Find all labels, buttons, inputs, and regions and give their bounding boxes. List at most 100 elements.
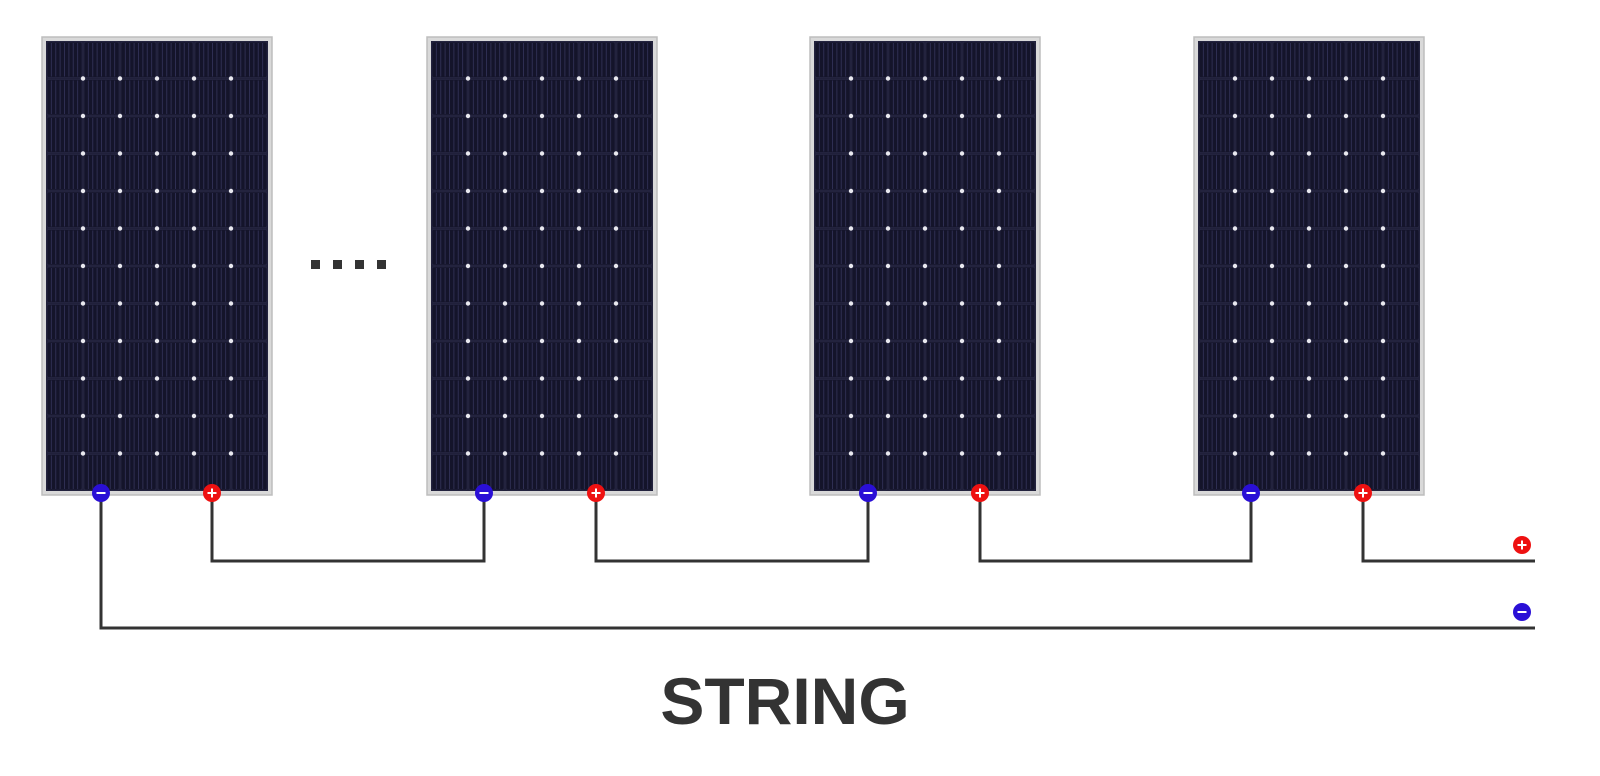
junction-dot	[959, 151, 965, 156]
junction-dot	[576, 151, 582, 156]
junction-dot	[885, 151, 891, 156]
junction-dot	[191, 451, 197, 456]
junction-dot	[117, 76, 123, 81]
junction-dot	[154, 413, 160, 419]
panel-4-negative-terminal	[1242, 484, 1260, 502]
junction-dot	[885, 226, 891, 231]
junction-dot	[539, 301, 545, 306]
junction-dot	[502, 376, 508, 381]
junction-dot	[922, 226, 928, 231]
junction-dot	[465, 226, 471, 231]
junction-dot	[502, 263, 508, 269]
junction-dot	[1380, 263, 1386, 269]
ellipsis-dot	[377, 260, 386, 269]
junction-dot	[1232, 338, 1238, 344]
panel-2	[426, 36, 658, 496]
junction-dot	[959, 226, 965, 231]
junction-dot	[1380, 451, 1386, 456]
junction-dot	[80, 301, 86, 306]
junction-dot	[117, 263, 123, 269]
junction-dot	[465, 76, 471, 81]
junction-dot	[1269, 113, 1275, 119]
cell-junctions	[80, 76, 234, 456]
junction-dot	[465, 376, 471, 381]
junction-dot	[1343, 376, 1349, 381]
panel-3-positive-terminal	[971, 484, 989, 502]
junction-dot	[996, 188, 1002, 194]
junction-dot	[885, 113, 891, 119]
junction-dot	[228, 451, 234, 456]
terminals	[92, 484, 1531, 621]
diagram-title: STRING	[660, 664, 909, 738]
cell-junctions	[1232, 76, 1386, 456]
junction-dot	[1269, 451, 1275, 456]
junction-dot	[1269, 151, 1275, 156]
junction-dot	[80, 151, 86, 156]
junction-dot	[576, 301, 582, 306]
junction-dot	[539, 76, 545, 81]
junction-dot	[539, 376, 545, 381]
panel-3-negative-terminal	[859, 484, 877, 502]
junction-dot	[613, 263, 619, 269]
junction-dot	[576, 76, 582, 81]
panel-1-positive-terminal	[203, 484, 221, 502]
junction-dot	[996, 151, 1002, 156]
junction-dot	[465, 338, 471, 344]
junction-dot	[1380, 113, 1386, 119]
junction-dot	[1380, 76, 1386, 81]
junction-dot	[922, 113, 928, 119]
junction-dot	[539, 263, 545, 269]
junction-dot	[1343, 151, 1349, 156]
junction-dot	[502, 226, 508, 231]
junction-dot	[885, 338, 891, 344]
junction-dot	[848, 113, 854, 119]
junction-dot	[1380, 338, 1386, 344]
junction-dot	[228, 263, 234, 269]
ellipsis-dot	[355, 260, 364, 269]
junction-dot	[613, 151, 619, 156]
junction-dot	[576, 413, 582, 419]
junction-dot	[80, 451, 86, 456]
panel-cells	[814, 41, 1036, 491]
junction-dot	[154, 226, 160, 231]
junction-dot	[502, 451, 508, 456]
ellipsis-dot	[311, 260, 320, 269]
junction-dot	[996, 76, 1002, 81]
junction-dot	[1343, 76, 1349, 81]
junction-dot	[191, 301, 197, 306]
junction-dot	[996, 413, 1002, 419]
junction-dot	[1306, 376, 1312, 381]
junction-dot	[1343, 226, 1349, 231]
junction-dot	[117, 451, 123, 456]
junction-dot	[576, 188, 582, 194]
junction-dot	[80, 188, 86, 194]
junction-dot	[502, 151, 508, 156]
wire-p1-p2	[210, 493, 486, 563]
junction-dot	[539, 338, 545, 344]
junction-dot	[848, 226, 854, 231]
solar-panels	[41, 36, 1425, 496]
junction-dot	[922, 263, 928, 269]
junction-dot	[154, 451, 160, 456]
junction-dot	[539, 151, 545, 156]
junction-dot	[1269, 338, 1275, 344]
junction-dot	[959, 301, 965, 306]
panel-1	[41, 36, 273, 496]
plus-icon	[591, 488, 601, 498]
junction-dot	[228, 338, 234, 344]
junction-dot	[117, 226, 123, 231]
junction-dot	[465, 151, 471, 156]
junction-dot	[539, 226, 545, 231]
junction-dot	[1343, 451, 1349, 456]
junction-dot	[1380, 188, 1386, 194]
junction-dot	[576, 338, 582, 344]
junction-dot	[1380, 151, 1386, 156]
junction-dot	[1343, 413, 1349, 419]
junction-dot	[1232, 226, 1238, 231]
junction-dot	[502, 188, 508, 194]
junction-dot	[922, 76, 928, 81]
string-negative-output	[1513, 603, 1531, 621]
junction-dot	[80, 376, 86, 381]
junction-dot	[228, 301, 234, 306]
